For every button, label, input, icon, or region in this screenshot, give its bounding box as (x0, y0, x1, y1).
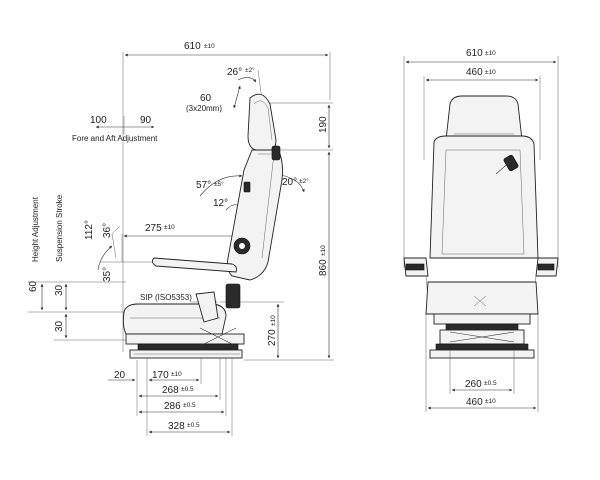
height-adj-value: 60 (28, 280, 39, 292)
recline-front-value: 57° (196, 180, 211, 191)
fore-aft-a: 100 (90, 115, 107, 126)
base-286-tol: ±0.5 (183, 402, 196, 409)
dim-front-width: 610 ±10 (403, 48, 559, 268)
front-rail-tol: ±0.5 (484, 380, 497, 387)
recline-rear-value: 20° (282, 177, 297, 188)
dim-base-268: 268 ±0.5 (136, 358, 221, 400)
dim-front-back-width: 460 ±10 (423, 67, 541, 160)
back-tilt-value: 12° (213, 198, 228, 209)
sip-label: SIP (ISO5353) (140, 293, 192, 302)
base-170-tol: ±10 (171, 371, 182, 378)
back-angle-tol: ±2° (245, 66, 255, 74)
base-170-value: 170 (152, 370, 169, 381)
dim-armrest-angles: 112° 36° 35° (84, 220, 160, 282)
base-268-tol: ±0.5 (181, 386, 194, 393)
base-328-value: 328 (168, 421, 185, 432)
front-view: 610 ±10 460 ±10 (403, 48, 559, 412)
suspension-stroke-label: Suspension Stroke (55, 194, 64, 262)
recline-front-tol: ±5° (214, 180, 224, 188)
armrest-angle-low: 35° (102, 267, 113, 282)
sip-height-value: 270 (267, 329, 278, 346)
seat-front-drawing (403, 95, 559, 359)
overall-height-tol: ±10 (320, 245, 327, 256)
seat-side-drawing (122, 93, 283, 359)
dim-fore-aft: 100 90 Fore and Aft Adjustment (72, 115, 158, 143)
headrest-adjust-note: (3x20mm) (186, 104, 222, 113)
sip-offset-value: 20 (114, 370, 126, 381)
front-base-value: 460 (466, 397, 483, 408)
base-268-value: 268 (162, 385, 179, 396)
front-back-width-tol: ±10 (485, 69, 496, 76)
front-back-width-value: 460 (466, 67, 483, 78)
dim-base-328: 328 ±0.5 (148, 358, 233, 436)
front-rail-value: 260 (465, 379, 482, 390)
fore-aft-label: Fore and Aft Adjustment (72, 134, 158, 143)
dim-overall-height: 860 ±10 (244, 151, 334, 361)
stroke-bottom-value: 30 (54, 320, 65, 332)
dim-side-width: 610 ±10 (122, 41, 331, 352)
recline-rear-tol: ±2° (299, 177, 309, 185)
armrest-angle-top: 112° (84, 220, 95, 240)
headrest-adjust-value: 60 (200, 93, 212, 104)
dim-height-adjust: Height Adjustment Suspension Stroke 60 3… (28, 194, 126, 341)
dim-base-286: 286 ±0.5 (136, 358, 227, 416)
sip-height-tol: ±10 (270, 315, 277, 326)
front-width-value: 610 (466, 48, 483, 59)
back-angle-value: 26° (227, 67, 242, 78)
dim-side-width-value: 610 (184, 41, 201, 52)
side-view: 610 ±10 26° ±2° 60 (3x20mm) 190 100 90 (28, 41, 334, 436)
dim-side-width-tol: ±10 (204, 43, 215, 50)
base-328-tol: ±0.5 (187, 422, 200, 429)
height-adjustment-label: Height Adjustment (31, 196, 40, 262)
front-base-tol: ±10 (485, 398, 496, 405)
dim-front-base: 460 ±10 (425, 314, 539, 412)
overall-height-value: 860 (318, 259, 329, 276)
stroke-top-value: 30 (54, 284, 65, 296)
armrest-length-tol: ±10 (164, 224, 175, 231)
dim-front-rail: 260 ±0.5 (449, 350, 515, 394)
dim-headrest-adjust: 60 (3x20mm) (186, 85, 241, 113)
dim-headrest-height: 190 (268, 102, 333, 151)
dim-armrest-length: 275 ±10 (121, 223, 239, 262)
dim-sip-offset: 20 (108, 360, 138, 384)
armrest-angle-mid: 36° (102, 223, 113, 238)
armrest-length-value: 275 (145, 223, 162, 234)
base-286-value: 286 (164, 401, 181, 412)
front-width-tol: ±10 (485, 50, 496, 57)
headrest-height-value: 190 (318, 116, 329, 133)
fore-aft-b: 90 (140, 115, 152, 126)
